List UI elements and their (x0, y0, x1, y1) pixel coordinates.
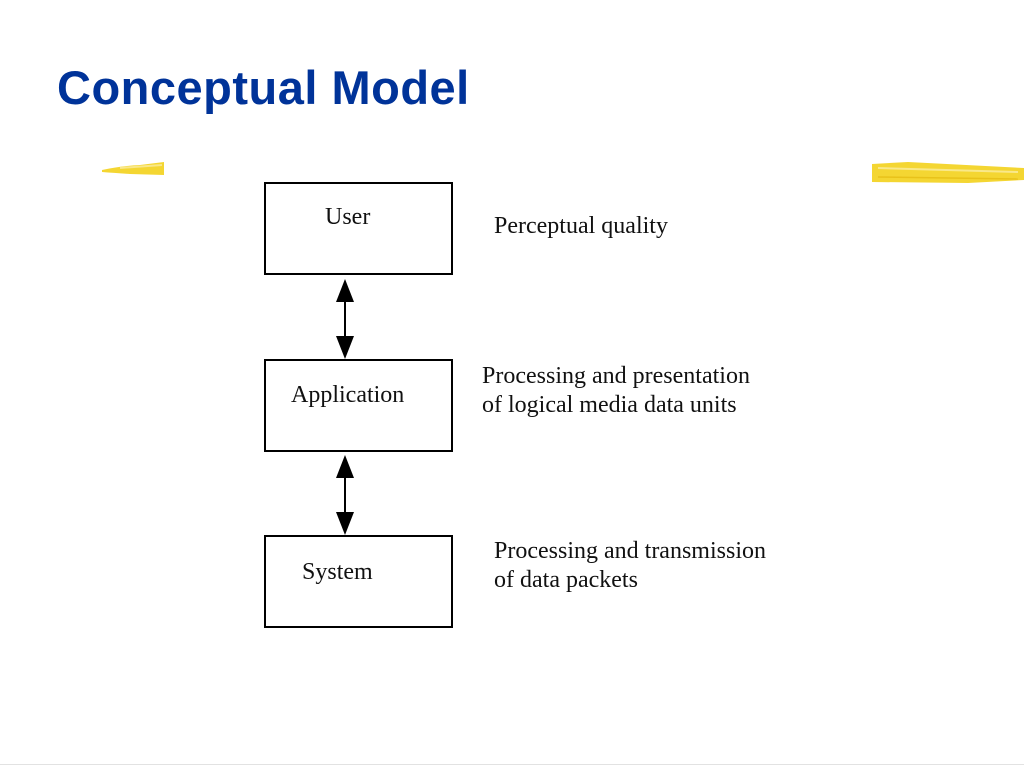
user-layer-description: Perceptual quality (494, 212, 668, 241)
footer-rule (0, 764, 1024, 765)
system-layer-label: System (302, 559, 373, 585)
user-layer-box (264, 182, 453, 275)
description-line: Perceptual quality (494, 213, 668, 239)
description-line: of logical media data units (482, 392, 737, 418)
application-layer-description: Processing and presentation of logical m… (482, 362, 750, 420)
application-layer-label: Application (291, 382, 405, 408)
system-layer-box (264, 535, 453, 628)
system-layer-description: Processing and transmission of data pack… (494, 537, 766, 595)
application-system-connector (336, 455, 354, 535)
application-layer-box (264, 359, 453, 452)
description-line: Processing and transmission (494, 538, 766, 564)
slide-title: Conceptual Model (57, 61, 470, 114)
user-application-connector (336, 279, 354, 359)
description-line: of data packets (494, 567, 638, 593)
user-layer-label: User (325, 204, 371, 230)
highlighter-stroke-right-icon (872, 162, 1024, 183)
highlighter-stroke-left-icon (102, 162, 164, 175)
description-line: Processing and presentation (482, 363, 750, 389)
